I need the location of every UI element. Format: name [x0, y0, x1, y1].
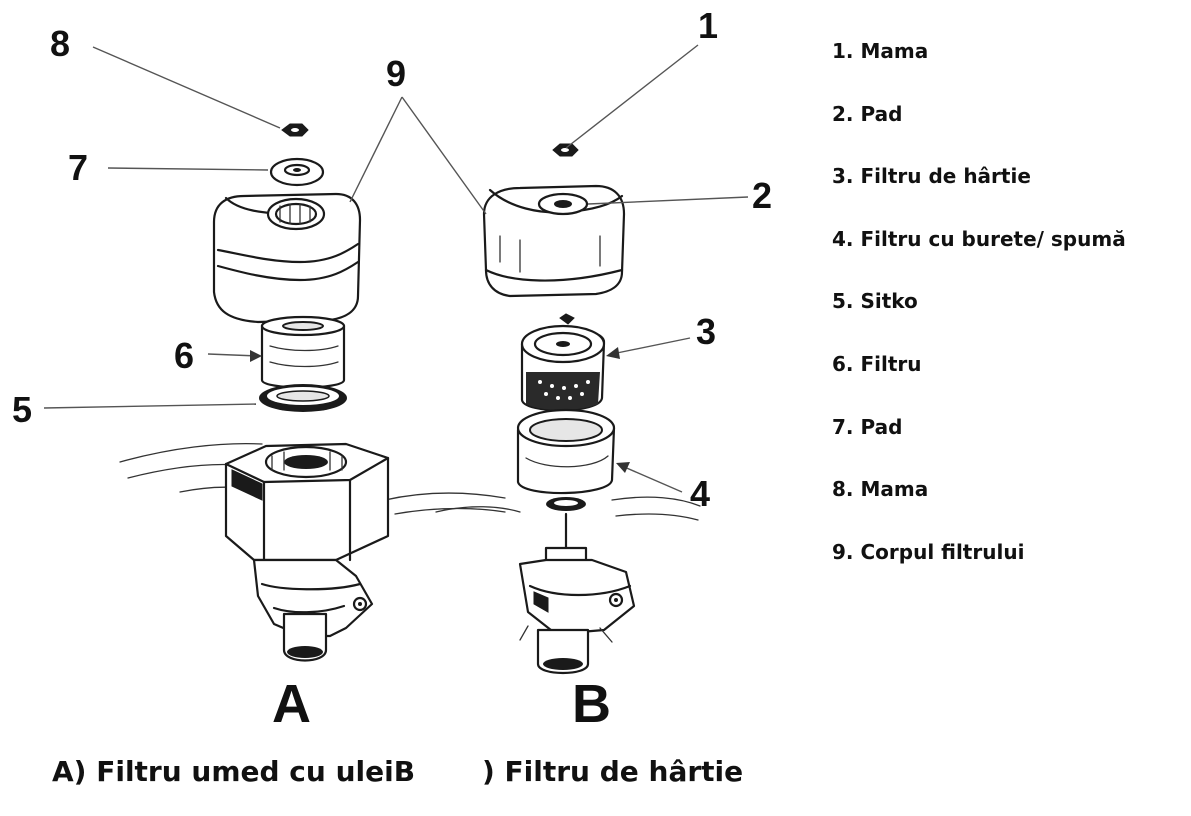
foam-filter-part-4	[516, 408, 616, 495]
filter-element-part-6	[260, 315, 346, 389]
legend-item-8: 8. Mama	[832, 477, 929, 502]
arrowhead-3	[606, 347, 620, 359]
assembly-a-drawing	[119, 123, 506, 662]
callout-6: 6	[174, 335, 194, 376]
callout-1: 1	[698, 5, 718, 46]
callout-7: 7	[68, 147, 88, 188]
leader-4	[621, 465, 683, 493]
leader-5	[43, 403, 257, 409]
filter-housing-b	[482, 184, 626, 298]
legend-item-4: 4. Filtru cu burete/ spumă	[832, 226, 1126, 251]
legend-item-6: 6. Filtru	[832, 351, 922, 376]
leader-7	[107, 167, 269, 171]
carburetor-a	[252, 558, 374, 662]
leader-3	[611, 337, 691, 355]
legend-item-1: 1. Mama	[832, 39, 929, 63]
leader-9a	[349, 96, 403, 203]
legend-item-5: 5. Sitko	[832, 289, 918, 314]
callout-3: 3	[696, 311, 716, 352]
legend-item-3: 3. Filtru de hârtie	[832, 164, 1031, 189]
leader-8	[92, 46, 281, 129]
leader-6	[207, 353, 259, 357]
assembly-b-drawing	[435, 143, 701, 674]
callout-5: 5	[12, 389, 32, 430]
filter-housing-a	[212, 192, 362, 324]
legend-item-9: 9. Corpul filtrului	[832, 539, 1025, 564]
leader-lines	[43, 44, 749, 493]
assembly-label-b: B	[572, 674, 611, 734]
legend-item-2: 2. Pad	[832, 101, 903, 126]
arrowhead-4	[616, 462, 630, 473]
filter-base-a	[224, 442, 390, 562]
gasket-b	[546, 497, 586, 511]
callout-4: 4	[690, 473, 710, 514]
paper-filter-pleats	[538, 380, 590, 400]
paper-filter-part-3	[520, 313, 606, 412]
engine-sketch-b	[435, 496, 701, 521]
leader-9b	[401, 96, 487, 215]
leader-1	[565, 44, 699, 149]
caption-b: ) Filtru de hârtie	[482, 755, 744, 788]
callout-9: 9	[386, 53, 406, 94]
legend-item-7: 7. Pad	[832, 414, 903, 439]
leader-2	[587, 196, 749, 205]
filter-base-b	[518, 512, 636, 674]
caption-a: A) Filtru umed cu uleiB	[52, 755, 416, 788]
parts-legend: 1. Mama 2. Pad 3. Filtru de hârtie 4. Fi…	[832, 40, 1126, 603]
screen-part-5	[259, 384, 347, 412]
callout-numbers: 8 7 9 1 2 6 5 3 4 A B	[12, 5, 772, 734]
washer-part-7	[269, 157, 325, 187]
assembly-label-a: A	[272, 674, 311, 734]
callout-8: 8	[50, 23, 70, 64]
callout-2: 2	[752, 175, 772, 216]
arrowhead-6	[250, 350, 262, 362]
nut-part-8	[281, 123, 309, 137]
nut-part-1	[552, 143, 579, 157]
